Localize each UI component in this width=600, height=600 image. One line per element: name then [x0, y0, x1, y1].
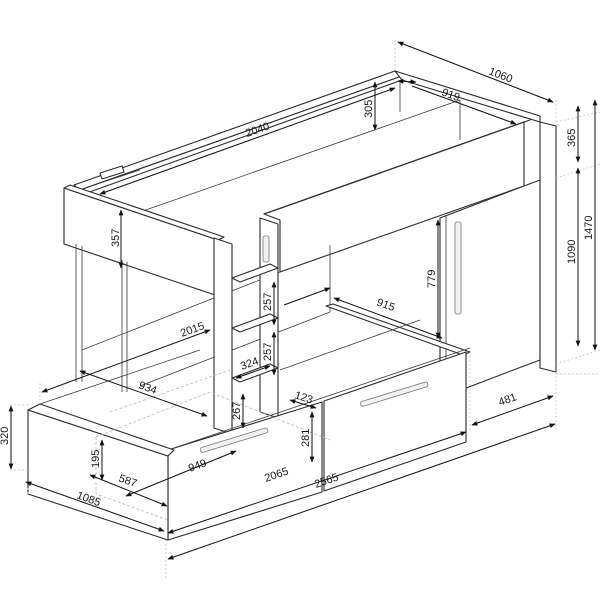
label-915: 915	[375, 297, 396, 315]
label-123: 123	[293, 389, 314, 406]
dim-919	[411, 85, 517, 125]
label-267: 267	[231, 402, 243, 420]
label-195: 195	[90, 450, 102, 468]
label-257-upper: 257	[262, 293, 274, 311]
ladder-post-left	[213, 237, 233, 435]
dimension-labels: 1060 919 2040 305 357 365 1090 1470 779 …	[0, 66, 595, 510]
label-365: 365	[566, 129, 578, 147]
dim-481	[471, 395, 554, 426]
top-far-end-rail	[394, 70, 541, 123]
dim-1060	[397, 41, 554, 103]
label-779: 779	[426, 270, 438, 288]
ladder-rung-top	[231, 263, 279, 283]
label-305: 305	[363, 100, 375, 118]
label-1090: 1090	[566, 240, 578, 264]
dim-324	[235, 365, 271, 379]
label-1470: 1470	[583, 216, 595, 240]
dim-2015	[41, 329, 211, 393]
dim-2565	[167, 423, 556, 560]
label-257-lower: 257	[262, 343, 274, 361]
label-324: 324	[239, 355, 260, 373]
label-934: 934	[137, 380, 158, 398]
dim-1085	[25, 481, 165, 532]
dim-934	[79, 370, 208, 417]
label-587: 587	[117, 473, 138, 491]
wardrobe-handle	[454, 221, 462, 315]
label-1060: 1060	[487, 66, 514, 86]
dim-2040	[99, 87, 396, 195]
dimension-lines	[8, 41, 598, 560]
top-front-guard-left	[63, 187, 219, 297]
label-320: 320	[0, 427, 11, 445]
drawer-right-handle	[360, 381, 429, 407]
label-357: 357	[110, 229, 122, 247]
bed-structure	[27, 70, 557, 541]
wardrobe-side-panel	[539, 121, 557, 373]
label-949: 949	[187, 457, 208, 475]
ladder-rung-middle	[231, 313, 279, 333]
label-919: 919	[440, 87, 461, 105]
label-281: 281	[300, 429, 312, 447]
dim-915	[333, 297, 443, 339]
dim-123	[289, 399, 317, 409]
drawer-right	[323, 351, 467, 492]
label-481: 481	[497, 391, 518, 409]
